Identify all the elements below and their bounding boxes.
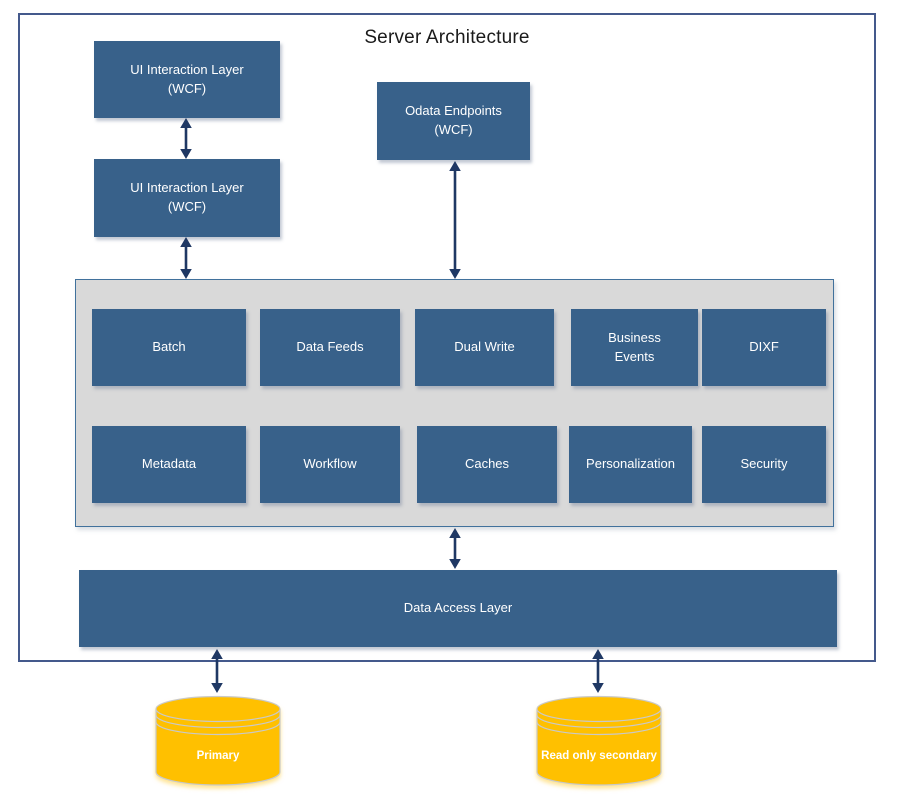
service-label: DIXF bbox=[749, 339, 779, 355]
service-label: Batch bbox=[152, 339, 186, 355]
service-label: Metadata bbox=[141, 456, 197, 472]
service-box-caches: Caches bbox=[417, 426, 557, 503]
odata-endpoints-label: Odata Endpoints (WCF) bbox=[405, 103, 502, 137]
service-box-security: Security bbox=[702, 426, 826, 503]
database-cylinder-icon bbox=[536, 695, 662, 786]
page-title: Server Architecture bbox=[364, 27, 530, 48]
service-label: Security bbox=[740, 456, 788, 472]
service-box-batch: Batch bbox=[92, 309, 246, 386]
odata-endpoints-box: Odata Endpoints (WCF) bbox=[377, 82, 530, 160]
service-label: Data Feeds bbox=[296, 339, 364, 355]
service-box-personalization: Personalization bbox=[569, 426, 692, 503]
data-access-layer-label: Data Access Layer bbox=[403, 600, 513, 616]
service-label: Workflow bbox=[303, 456, 357, 472]
service-box-dixf: DIXF bbox=[702, 309, 826, 386]
database-primary-label: Primary bbox=[196, 750, 240, 762]
database-primary: Primary bbox=[155, 692, 281, 789]
service-box-business-events: Business Events bbox=[571, 309, 698, 386]
services-panel: Batch Data Feeds Dual Write Business Eve… bbox=[75, 279, 834, 527]
database-cylinder-icon bbox=[155, 695, 281, 786]
data-access-layer-box: Data Access Layer bbox=[79, 570, 837, 647]
database-read-only-secondary: Read only secondary bbox=[536, 692, 662, 789]
ui-interaction-layer-box-bottom: UI Interaction Layer (WCF) bbox=[94, 159, 280, 237]
service-label: Personalization bbox=[586, 456, 675, 472]
service-box-dual-write: Dual Write bbox=[415, 309, 554, 386]
service-box-workflow: Workflow bbox=[260, 426, 400, 503]
ui-interaction-layer-top-label: UI Interaction Layer (WCF) bbox=[130, 61, 244, 96]
ui-interaction-layer-box-top: UI Interaction Layer (WCF) bbox=[94, 41, 280, 118]
service-label: Business Events bbox=[608, 329, 661, 364]
service-label: Caches bbox=[464, 456, 510, 472]
service-box-data-feeds: Data Feeds bbox=[260, 309, 400, 386]
ui-interaction-layer-bottom-label: UI Interaction Layer (WCF) bbox=[130, 180, 244, 214]
service-label: Dual Write bbox=[454, 339, 515, 355]
database-secondary-label: Read only secondary bbox=[541, 750, 657, 762]
service-box-metadata: Metadata bbox=[92, 426, 246, 503]
